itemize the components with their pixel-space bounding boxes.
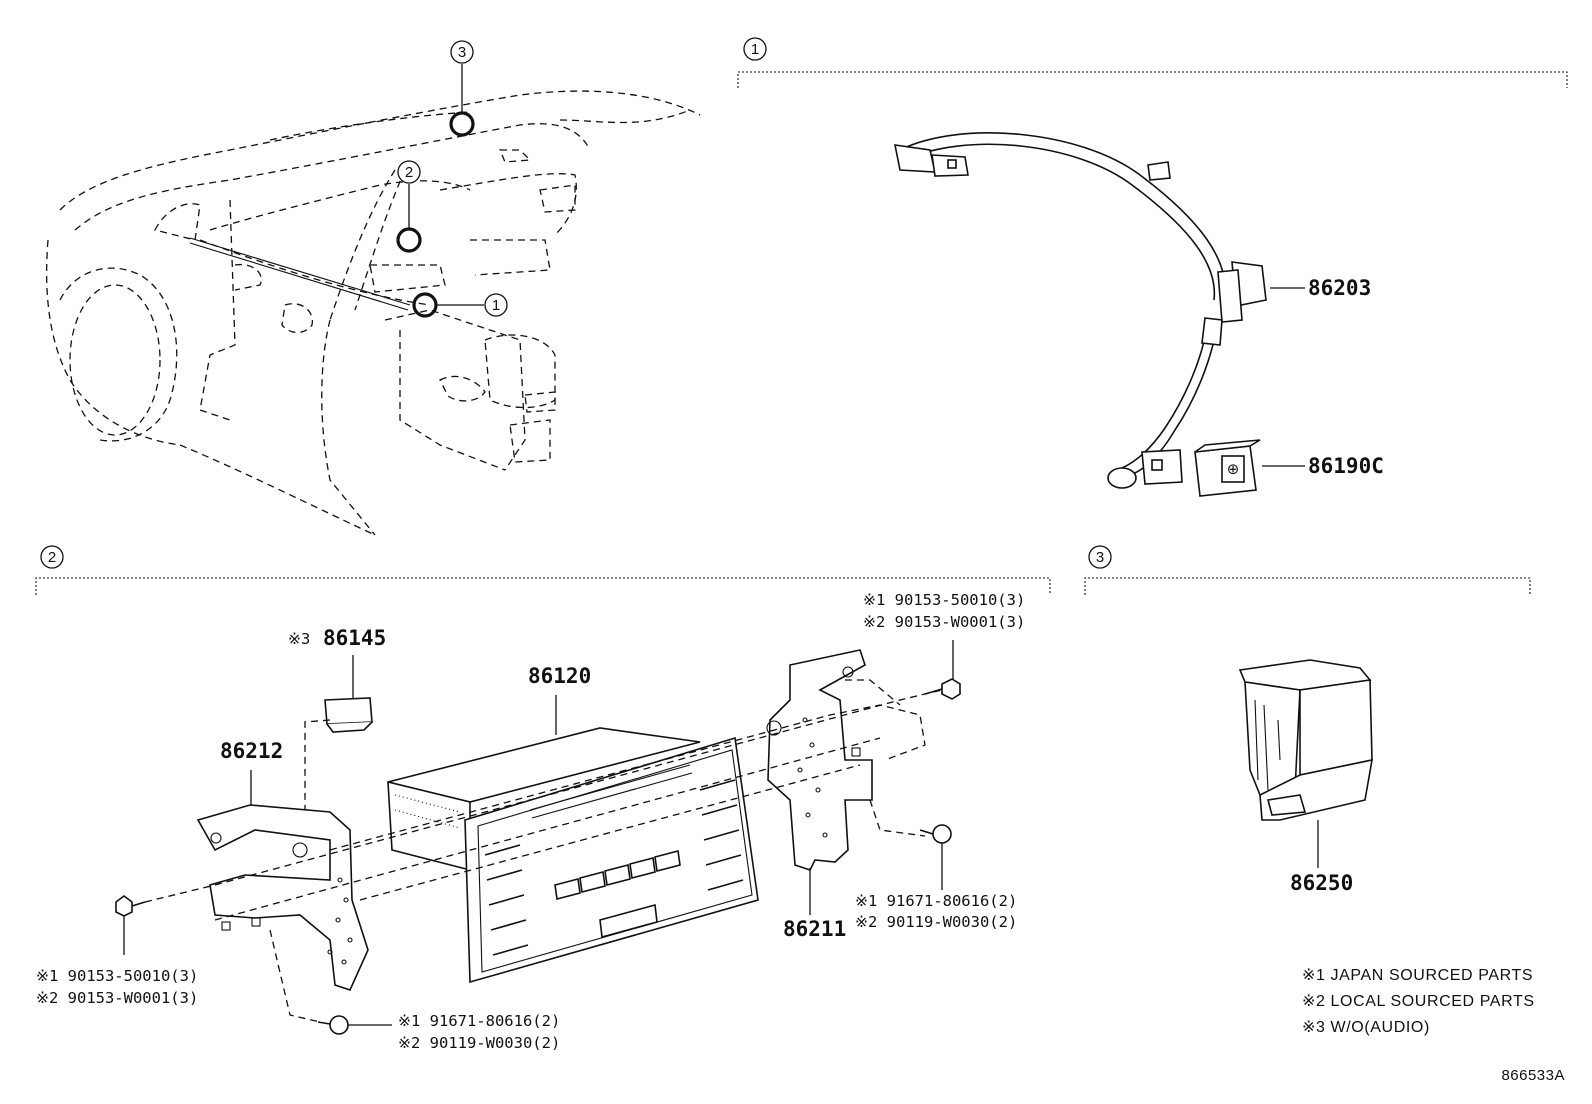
fastener-bottom-b: ※2 90119-W0030(2) [398, 1034, 560, 1052]
section-2-header: 2 [35, 545, 1051, 595]
legend-item-3: ※3 W/O(AUDIO) [1302, 1019, 1430, 1036]
fastener-left-a: ※1 90153-50010(3) [36, 967, 198, 985]
relay-86145 [304, 655, 373, 840]
module-86250 [1238, 659, 1373, 868]
switch-86190c: ⊕ [1194, 439, 1261, 497]
drawing-reference-number: 866533A [1501, 1067, 1565, 1084]
bracket-86211 [766, 649, 873, 915]
part-86250-label: 86250 [1290, 871, 1353, 895]
section-3-marker: 3 [1096, 549, 1104, 566]
part-86211-label: 86211 [783, 917, 846, 941]
part-86212-label: 86212 [220, 739, 283, 763]
switch-symbol-icon: ⊕ [1227, 461, 1240, 478]
overview-marker-3-label: 3 [458, 44, 466, 61]
part-86190c-label: 86190C [1308, 454, 1384, 478]
section-2-marker: 2 [48, 549, 56, 566]
bolt-top-right [924, 640, 961, 700]
section-3-header: 3 [1084, 545, 1531, 595]
overview-marker-1-label: 1 [492, 297, 500, 314]
wire-harness-86203 [893, 132, 1267, 489]
head-unit-side-slots [484, 779, 744, 956]
part-86145-label: 86145 [323, 626, 386, 650]
bolt-left [115, 895, 146, 955]
legend-item-2: ※2 LOCAL SOURCED PARTS [1302, 993, 1535, 1010]
head-unit-86120 [387, 695, 759, 984]
fastener-left-b: ※2 90153-W0001(3) [36, 989, 198, 1007]
fastener-top-right-b: ※2 90153-W0001(3) [863, 613, 1025, 631]
section-1-marker: 1 [751, 41, 759, 58]
screw-bottom [317, 1015, 392, 1035]
fastener-bottom-a: ※1 91671-80616(2) [398, 1012, 560, 1030]
overview-marker-2-label: 2 [405, 164, 413, 181]
bracket-86212 [196, 770, 369, 991]
overview-marker-3: 3 [449, 40, 475, 137]
screw-mid-right [919, 824, 952, 890]
head-unit-buttons [554, 849, 681, 939]
vehicle-overview-illustration [45, 90, 701, 536]
fastener-top-right-a: ※1 90153-50010(3) [863, 591, 1025, 609]
part-86120-label: 86120 [528, 664, 591, 688]
fastener-mid-right-b: ※2 90119-W0030(2) [855, 913, 1017, 931]
legend-item-1: ※1 JAPAN SOURCED PARTS [1302, 967, 1533, 984]
section-1-header: 1 [737, 37, 1568, 88]
part-86203-label: 86203 [1308, 276, 1371, 300]
overview-marker-1: 1 [412, 292, 508, 318]
overview-marker-2: 2 [396, 160, 422, 253]
fastener-mid-right-a: ※1 91671-80616(2) [855, 892, 1017, 910]
part-86145-prefix: ※3 [288, 630, 310, 648]
legend: ※1 JAPAN SOURCED PARTS ※2 LOCAL SOURCED … [1302, 967, 1535, 1036]
